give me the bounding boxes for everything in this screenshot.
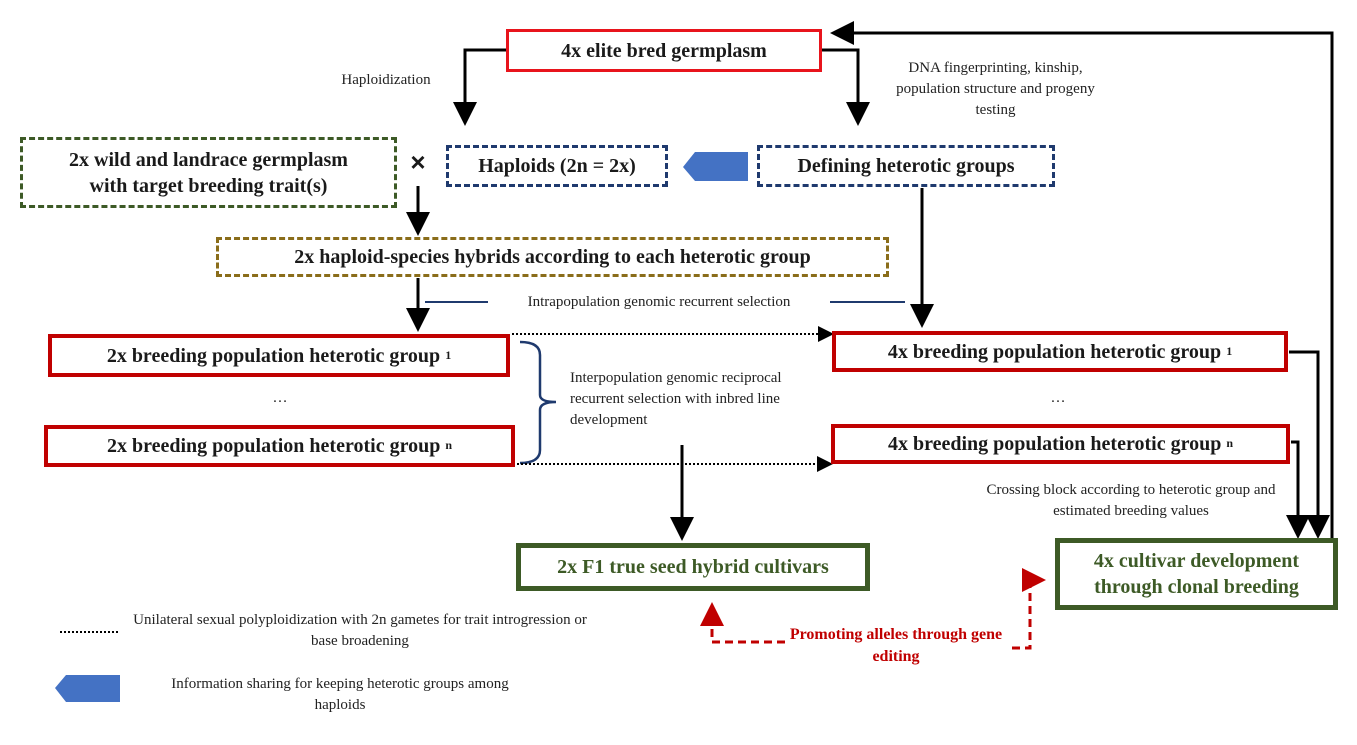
crossing-block-label: Crossing block according to heterotic gr…	[986, 482, 1276, 519]
ellipsis-4x: …	[1050, 390, 1066, 406]
hybrids-label: 2x haploid-species hybrids according to …	[294, 246, 811, 268]
interpop-label: Interpopulation genomic reciprocal recur…	[570, 370, 782, 428]
intrapop-label: Intrapopulation genomic recurrent select…	[527, 294, 791, 310]
bp2x-1-label: 2x breeding population heterotic group	[106, 344, 441, 367]
bp4x-n-label: 4x breeding population heterotic group	[887, 433, 1222, 455]
breeding-pop-4x-group-1: 4x breeding population heterotic group 1	[832, 331, 1288, 372]
legend-info-arrow-icon	[55, 675, 120, 702]
haploids-box: Haploids (2n = 2x)	[446, 145, 668, 187]
breeding-pop-4x-group-n: 4x breeding population heterotic group n	[831, 424, 1290, 464]
ellipsis-2x: …	[272, 390, 288, 406]
cultivar-label-2: through clonal breeding	[1094, 576, 1299, 598]
legend-dotted-label: Unilateral sexual polyploidization with …	[133, 612, 587, 649]
arrow-haploidization	[453, 48, 506, 126]
cultivar-label-1: 4x cultivar development	[1093, 550, 1300, 572]
dna-fingerprinting-label: DNA fingerprinting, kinship, population …	[896, 60, 1095, 118]
cultivar-development-box: 4x cultivar development through clonal br…	[1055, 538, 1338, 610]
haploids-label: Haploids (2n = 2x)	[478, 155, 636, 177]
gene-editing-label: Promoting alleles through gene editing	[789, 626, 1003, 666]
breeding-pop-2x-group-n: 2x breeding population heterotic group n	[44, 425, 515, 467]
haploidization-label: Haploidization	[341, 72, 431, 88]
elite-germplasm-box: 4x elite bred germplasm	[506, 29, 822, 72]
subscript: n	[445, 438, 453, 453]
gene-edit-arrow-right	[1012, 568, 1046, 650]
info-sharing-arrow-icon	[683, 152, 748, 181]
subscript: n	[1226, 436, 1234, 451]
f1-hybrid-cultivars-box: 2x F1 true seed hybrid cultivars	[516, 543, 870, 591]
bp4x-1-label: 4x breeding population heterotic group	[887, 340, 1222, 363]
wild-germplasm-box: 2x wild and landrace germplasm with targe…	[20, 137, 397, 208]
heterotic-groups-box: Defining heterotic groups	[757, 145, 1055, 187]
defining-label: Defining heterotic groups	[797, 155, 1015, 177]
cross-symbol: ×	[410, 147, 426, 178]
wild-label-1: 2x wild and landrace germplasm	[69, 148, 348, 171]
arrow-defining	[822, 48, 870, 126]
wild-label-2: with target breeding trait(s)	[89, 174, 328, 197]
subscript: 1	[445, 347, 452, 362]
arrow-feedback-to-elite	[830, 21, 1334, 538]
hybrids-box: 2x haploid-species hybrids according to …	[216, 237, 889, 277]
subscript: 1	[1226, 343, 1233, 358]
gene-edit-arrow-left	[700, 602, 785, 644]
breeding-pop-2x-group-1: 2x breeding population heterotic group 1	[48, 334, 510, 377]
arrow-4x1-to-cultivar	[1289, 350, 1330, 539]
f1-label: 2x F1 true seed hybrid cultivars	[557, 556, 829, 578]
arrow-4xn-to-cultivar	[1286, 440, 1310, 539]
bp2x-n-label: 2x breeding population heterotic group	[106, 435, 441, 457]
legend-arrow-label: Information sharing for keeping heteroti…	[171, 676, 509, 713]
elite-label: 4x elite bred germplasm	[561, 39, 767, 62]
brace	[519, 340, 557, 465]
